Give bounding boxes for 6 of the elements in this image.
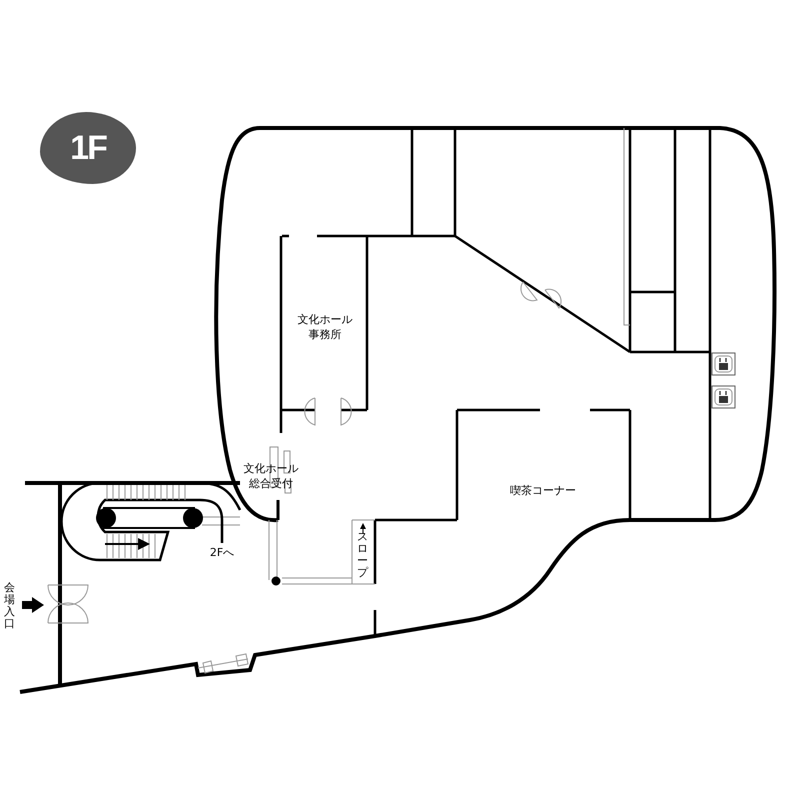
floor-badge: 1F: [40, 112, 136, 184]
stair-label: 2Fへ: [208, 545, 236, 560]
room-label: 文化ホール総合受付: [242, 461, 300, 491]
entrance-label: 会場入口: [4, 582, 15, 630]
room-label: 文化ホール事務所: [296, 312, 354, 342]
room-label: 喫茶コーナー: [509, 483, 577, 498]
